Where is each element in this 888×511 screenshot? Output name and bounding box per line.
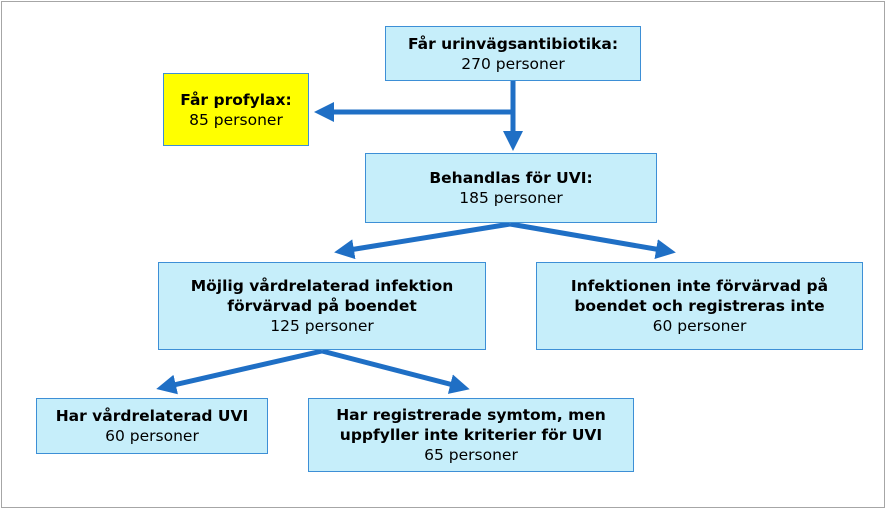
box-has-hai-uti-title: Har vårdrelaterad UVI (55, 407, 249, 425)
box-possible-hai-count: 125 personer (270, 317, 374, 335)
box-not-acquired-count: 60 personer (652, 317, 747, 335)
box-not-acquired-title: Infektionen inte förvärvad på boendet oc… (570, 277, 829, 315)
box-symptoms-no-criteria-title: Har registrerade symtom, men uppfyller i… (336, 406, 606, 444)
box-treated-uti-title: Behandlas för UVI: (429, 169, 593, 187)
box-antibiotics-count: 270 personer (461, 54, 565, 73)
box-possible-hai-title: Möjlig vårdrelaterad infektion förvärvad… (190, 277, 454, 315)
arrow-to-symptoms (321, 348, 470, 394)
arrow-to-possible-hai (334, 221, 511, 260)
box-has-hai-uti-count: 60 personer (105, 427, 199, 445)
box-not-acquired: Infektionen inte förvärvad på boendet oc… (536, 262, 863, 350)
box-treated-uti: Behandlas för UVI: 185 personer (365, 153, 657, 223)
box-symptoms-no-criteria: Har registrerade symtom, men uppfyller i… (308, 398, 634, 472)
box-possible-hai: Möjlig vårdrelaterad infektion förvärvad… (158, 262, 486, 350)
box-prophylaxis-count: 85 personer (189, 110, 283, 129)
arrow-to-not-acquired (509, 221, 676, 259)
box-antibiotics: Får urinvägsantibiotika: 270 personer (385, 26, 641, 81)
box-antibiotics-title: Får urinvägsantibiotika: (407, 34, 619, 53)
box-symptoms-no-criteria-count: 65 personer (424, 446, 518, 464)
arrow-to-has-hai-uti (156, 348, 323, 395)
box-prophylaxis: Får profylax: 85 personer (163, 73, 309, 146)
box-treated-uti-count: 185 personer (459, 189, 563, 207)
box-prophylaxis-title: Får profylax: (180, 90, 292, 109)
box-has-hai-uti: Har vårdrelaterad UVI 60 personer (36, 398, 268, 454)
